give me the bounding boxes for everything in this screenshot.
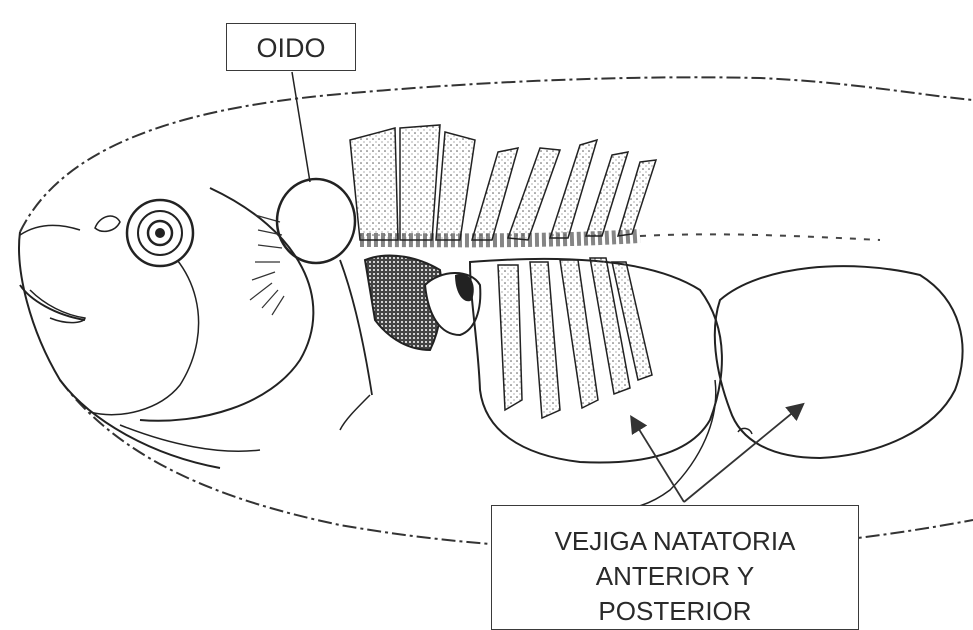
gill-margin: [120, 425, 260, 451]
ear-region-circle: [277, 179, 355, 263]
pectoral-base: [340, 260, 372, 395]
swim-bladder-label-line3: POSTERIOR: [492, 594, 858, 629]
swim-bladder-label: VEJIGA NATATORIA ANTERIOR Y POSTERIOR: [491, 505, 859, 630]
weberian-apparatus: [365, 255, 480, 350]
ear-leader-line: [292, 72, 310, 182]
eye: [127, 200, 193, 266]
pectoral-fin: [340, 395, 370, 430]
nostril: [95, 216, 120, 231]
vertebral-column-tail: [640, 234, 880, 240]
swim-bladder-label-line1: VEJIGA NATATORIA: [492, 524, 858, 559]
snout-line: [20, 225, 80, 235]
swim-bladder-label-line2: ANTERIOR Y: [492, 559, 858, 594]
pleural-ribs: [498, 258, 652, 418]
posterior-swim-bladder: [715, 266, 963, 458]
pneumatic-duct: [620, 380, 716, 508]
ear-label: OIDO: [226, 23, 356, 71]
ear-label-text: OIDO: [256, 33, 325, 63]
neural-spines: [350, 125, 656, 240]
head-outline: [19, 232, 220, 468]
